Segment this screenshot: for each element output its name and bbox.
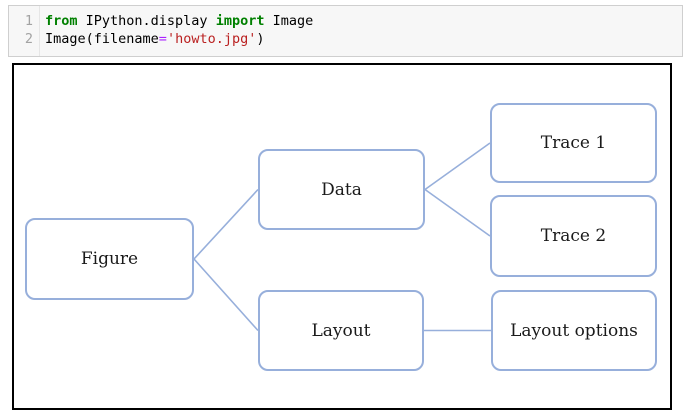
diagram-node-label: Trace 2 xyxy=(540,226,607,246)
diagram-node-label: Trace 1 xyxy=(540,133,607,153)
diagram-node-label: Layout options xyxy=(510,320,638,341)
diagram-node-data: Data xyxy=(258,149,425,230)
diagram-edge-data-trace1 xyxy=(424,142,491,191)
diagram-edge-data-trace2 xyxy=(424,188,491,237)
code-token-string: 'howto.jpg' xyxy=(166,31,257,47)
diagram-node-trace1: Trace 1 xyxy=(490,103,657,183)
diagram-node-trace2: Trace 2 xyxy=(490,195,657,277)
line-number: 1 xyxy=(24,13,33,29)
code-token-keyword: from xyxy=(45,13,78,29)
code-token-plain: Image xyxy=(264,13,314,29)
diagram-node-figure: Figure xyxy=(25,218,194,300)
diagram-edge-figure-layout xyxy=(193,258,259,332)
diagram-edge-figure-data xyxy=(193,188,259,260)
diagram-node-label: Figure xyxy=(80,249,139,269)
code-token-keyword: import xyxy=(215,13,265,29)
code-token-plain: Image(filename xyxy=(45,31,159,47)
diagram-edges-layer xyxy=(193,142,491,332)
code-line-1[interactable]: from IPython.display import Image xyxy=(45,12,682,30)
diagram-node-layout_options: Layout options xyxy=(491,290,657,371)
code-token-plain: ) xyxy=(256,31,265,47)
line-number: 2 xyxy=(24,31,33,47)
diagram-node-label: Layout xyxy=(311,320,371,341)
code-token-plain: IPython.display xyxy=(77,13,216,29)
diagram-node-label: Data xyxy=(321,179,362,200)
diagram-node-layout: Layout xyxy=(258,290,424,371)
code-line-2[interactable]: Image(filename='howto.jpg') xyxy=(45,30,682,48)
code-token-operator: = xyxy=(158,31,167,47)
